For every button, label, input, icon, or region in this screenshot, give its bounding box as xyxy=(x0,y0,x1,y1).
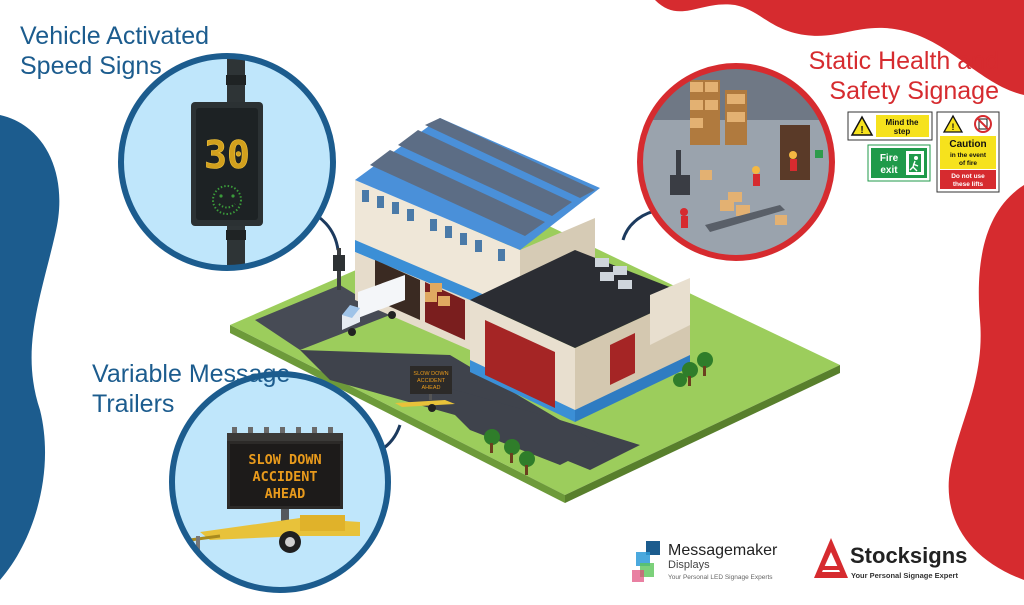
fire-exit-line1: Fire xyxy=(880,153,899,164)
no-lift-icon xyxy=(974,115,992,133)
site-vms-line1: SLOW DOWN xyxy=(413,371,448,377)
mind-step-line2: step xyxy=(894,127,911,136)
warehouse xyxy=(355,118,690,422)
speed-sign-value: 30 xyxy=(204,133,250,177)
delivery-truck xyxy=(342,275,405,336)
caution-title: Caution xyxy=(949,139,986,150)
caution-line3: Do not use xyxy=(951,173,985,180)
running-man-icon xyxy=(906,151,924,175)
caution-line4: these lifts xyxy=(953,181,984,188)
trees xyxy=(484,352,713,475)
red-blob-right xyxy=(948,185,1024,580)
caution-line1: in the event xyxy=(950,152,987,159)
fire-exit-line2: exit xyxy=(880,165,898,176)
heading-vms-trailers-line2: Trailers xyxy=(92,390,175,418)
heading-vms-trailers: Variable Message Trailers xyxy=(92,359,290,419)
caution-line2: of fire xyxy=(959,160,977,167)
vms-line2: ACCIDENT xyxy=(252,469,317,485)
site-vms-line3: AHEAD xyxy=(422,385,441,391)
stocksigns-tagline: Your Personal Signage Expert xyxy=(851,571,958,580)
sign-fire-exit: Fire exit xyxy=(867,144,931,182)
messagemaker-logo: Messagemaker Displays Your Personal LED … xyxy=(632,541,778,582)
mind-step-line1: Mind the xyxy=(886,118,919,127)
site-vms-trailer: SLOW DOWN ACCIDENT AHEAD xyxy=(395,366,455,412)
vms-line1: SLOW DOWN xyxy=(248,452,321,468)
svg-text:!: ! xyxy=(952,122,955,132)
vms-line3: AHEAD xyxy=(265,486,306,502)
stocksigns-name: Stocksigns xyxy=(850,543,967,568)
heading-speed-signs-line1: Vehicle Activated xyxy=(20,22,210,50)
vms-trailer-circle: SLOW DOWN ACCIDENT AHEAD xyxy=(169,371,391,593)
speed-sign-circle: 30 xyxy=(118,53,336,271)
warning-triangle-icon xyxy=(850,115,874,136)
heading-speed-signs: Vehicle Activated Speed Signs xyxy=(20,21,209,81)
sign-caution-lifts: ! Caution in the event of fire Do not us… xyxy=(936,111,1000,193)
smiley-icon xyxy=(212,185,242,215)
boxes xyxy=(425,283,450,306)
site-speed-sign xyxy=(333,248,345,290)
messagemaker-sub: Displays xyxy=(668,559,710,571)
warning-triangle-icon xyxy=(942,114,964,133)
red-blob-top-right xyxy=(655,0,1024,95)
heading-health-safety-line1: Static Health and xyxy=(808,47,999,75)
blue-blob-left xyxy=(0,115,60,580)
heading-health-safety-line2: Safety Signage xyxy=(829,77,999,105)
heading-vms-trailers-line1: Variable Message xyxy=(92,360,291,388)
svg-text:!: ! xyxy=(860,125,863,136)
site-vms-line2: ACCIDENT xyxy=(417,378,446,384)
heading-health-safety: Static Health and Safety Signage xyxy=(809,46,999,106)
sign-mind-the-step: ! Mind the step xyxy=(847,111,933,141)
messagemaker-name: Messagemaker xyxy=(668,542,778,559)
heading-speed-signs-line2: Speed Signs xyxy=(20,52,162,80)
stocksigns-logo: Stocksigns Your Personal Signage Expert xyxy=(814,538,967,580)
messagemaker-tagline: Your Personal LED Signage Experts xyxy=(668,574,773,581)
